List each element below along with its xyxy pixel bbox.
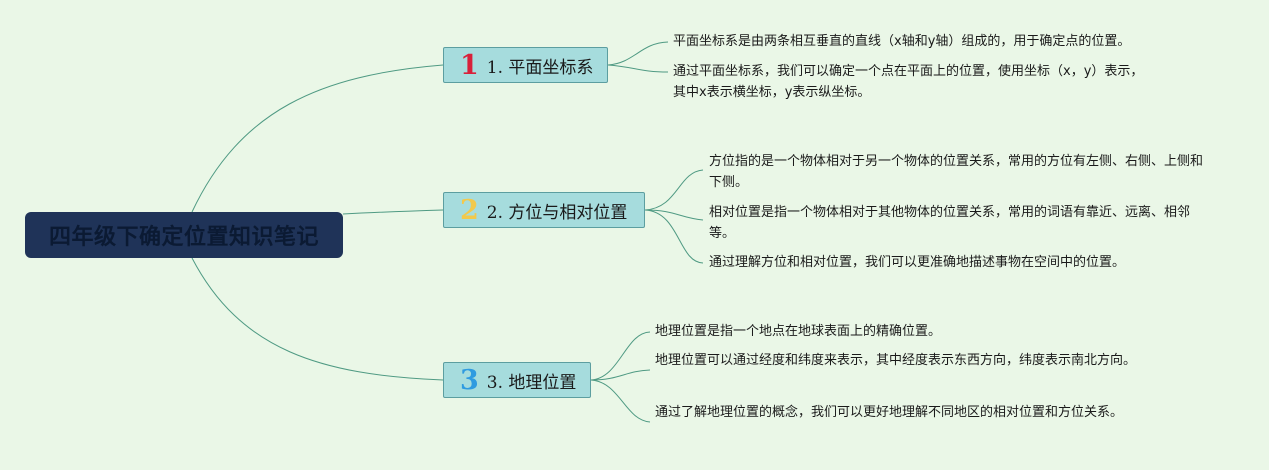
branch-label: 2. 方位与相对位置 [486, 202, 628, 223]
leaf-topic[interactable]: 地理位置是指一个地点在地球表面上的精确位置。 [655, 321, 1155, 342]
connector-root-branch-1 [191, 64, 444, 213]
connector-branch-1-leaf [607, 64, 669, 73]
number-three-icon: 3 [460, 364, 479, 396]
connector-root-branch-3 [191, 257, 444, 381]
branch-geo-location[interactable]: 3 3. 地理位置 [443, 362, 591, 398]
leaf-topic[interactable]: 平面坐标系是由两条相互垂直的直线（x轴和y轴）组成的，用于确定点的位置。 [673, 31, 1163, 52]
leaf-text: 地理位置是指一个地点在地球表面上的精确位置。 [655, 324, 942, 339]
connector-branch-2-leaf [644, 169, 704, 211]
connector-branch-3-leaf [590, 369, 651, 381]
connector-branch-1-leaf [607, 41, 669, 66]
connector-branch-2-leaf [644, 209, 704, 264]
leaf-text: 平面坐标系是由两条相互垂直的直线（x轴和y轴）组成的，用于确定点的位置。 [673, 34, 1131, 49]
connector-root-branch-2 [342, 209, 444, 215]
root-topic[interactable]: 四年级下确定位置知识笔记 [25, 212, 343, 258]
branch-direction-relative[interactable]: 2 2. 方位与相对位置 [443, 192, 645, 228]
leaf-topic[interactable]: 地理位置可以通过经度和纬度来表示，其中经度表示东西方向，纬度表示南北方向。 [655, 350, 1149, 371]
branch-plane-coordinate[interactable]: 1 1. 平面坐标系 [443, 47, 608, 83]
leaf-topic[interactable]: 通过了解地理位置的概念，我们可以更好地理解不同地区的相对位置和方位关系。 [655, 402, 1139, 423]
leaf-topic[interactable]: 方位指的是一个物体相对于另一个物体的位置关系，常用的方位有左侧、右侧、上侧和下侧… [709, 151, 1209, 193]
branch-label: 1. 平面坐标系 [486, 57, 594, 78]
leaf-text: 通过了解地理位置的概念，我们可以更好地理解不同地区的相对位置和方位关系。 [655, 405, 1124, 420]
leaf-topic[interactable]: 通过理解方位和相对位置，我们可以更准确地描述事物在空间中的位置。 [709, 252, 1229, 273]
leaf-text: 相对位置是指一个物体相对于其他物体的位置关系，常用的词语有靠近、远离、相邻等。 [709, 205, 1191, 241]
branch-label: 3. 地理位置 [486, 372, 577, 393]
leaf-topic[interactable]: 相对位置是指一个物体相对于其他物体的位置关系，常用的词语有靠近、远离、相邻等。 [709, 202, 1209, 244]
number-one-icon: 1 [460, 49, 479, 81]
leaf-text: 通过平面坐标系，我们可以确定一个点在平面上的位置，使用坐标（x，y）表示，其中x… [673, 64, 1144, 100]
root-topic-label: 四年级下确定位置知识笔记 [48, 225, 319, 250]
connector-branch-2-leaf [644, 209, 704, 221]
leaf-topic[interactable]: 通过平面坐标系，我们可以确定一个点在平面上的位置，使用坐标（x，y）表示，其中x… [673, 61, 1153, 103]
leaf-text: 方位指的是一个物体相对于另一个物体的位置关系，常用的方位有左侧、右侧、上侧和下侧… [709, 154, 1204, 190]
leaf-text: 地理位置可以通过经度和纬度来表示，其中经度表示东西方向，纬度表示南北方向。 [655, 353, 1137, 368]
connector-branch-3-leaf [590, 379, 651, 423]
leaf-text: 通过理解方位和相对位置，我们可以更准确地描述事物在空间中的位置。 [709, 255, 1126, 270]
connector-branch-3-leaf [590, 331, 651, 381]
number-two-icon: 2 [460, 194, 479, 226]
